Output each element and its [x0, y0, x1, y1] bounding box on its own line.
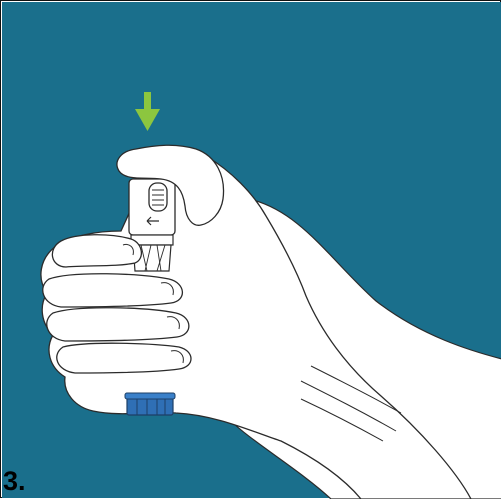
little-finger: [57, 343, 191, 373]
ring-finger: [47, 308, 189, 341]
index-finger: [52, 235, 141, 267]
middle-finger: [43, 274, 183, 307]
pen-cap: [125, 393, 175, 415]
step-number: 3.: [3, 466, 26, 496]
